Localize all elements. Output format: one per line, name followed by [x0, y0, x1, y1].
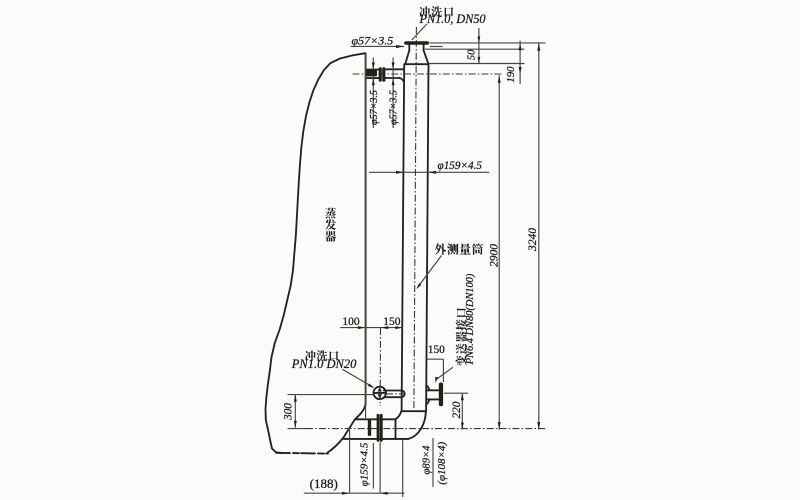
svg-text:φ57×3.5: φ57×3.5: [369, 90, 380, 125]
svg-text:φ159×4.5: φ159×4.5: [438, 160, 483, 172]
svg-text:PN1.0 DN20: PN1.0 DN20: [291, 357, 357, 371]
svg-text:150: 150: [383, 316, 401, 328]
svg-text:2900: 2900: [488, 244, 500, 267]
svg-text:φ57×3.5: φ57×3.5: [388, 90, 399, 125]
svg-text:(188): (188): [310, 476, 338, 491]
svg-text:50: 50: [467, 49, 478, 60]
svg-text:φ159×4.5: φ159×4.5: [359, 442, 371, 486]
svg-text:3240: 3240: [527, 228, 539, 252]
svg-text:190: 190: [505, 66, 517, 83]
svg-text:φ57×3.5: φ57×3.5: [352, 34, 394, 48]
svg-text:(φ108×4): (φ108×4): [436, 442, 448, 485]
svg-text:300: 300: [283, 403, 295, 421]
svg-text:220: 220: [451, 401, 463, 418]
svg-text:100: 100: [342, 316, 360, 328]
svg-text:150: 150: [428, 344, 445, 356]
svg-text:PN6.4 DN80(DN100): PN6.4 DN80(DN100): [465, 273, 476, 365]
svg-text:φ89×4: φ89×4: [422, 445, 433, 475]
